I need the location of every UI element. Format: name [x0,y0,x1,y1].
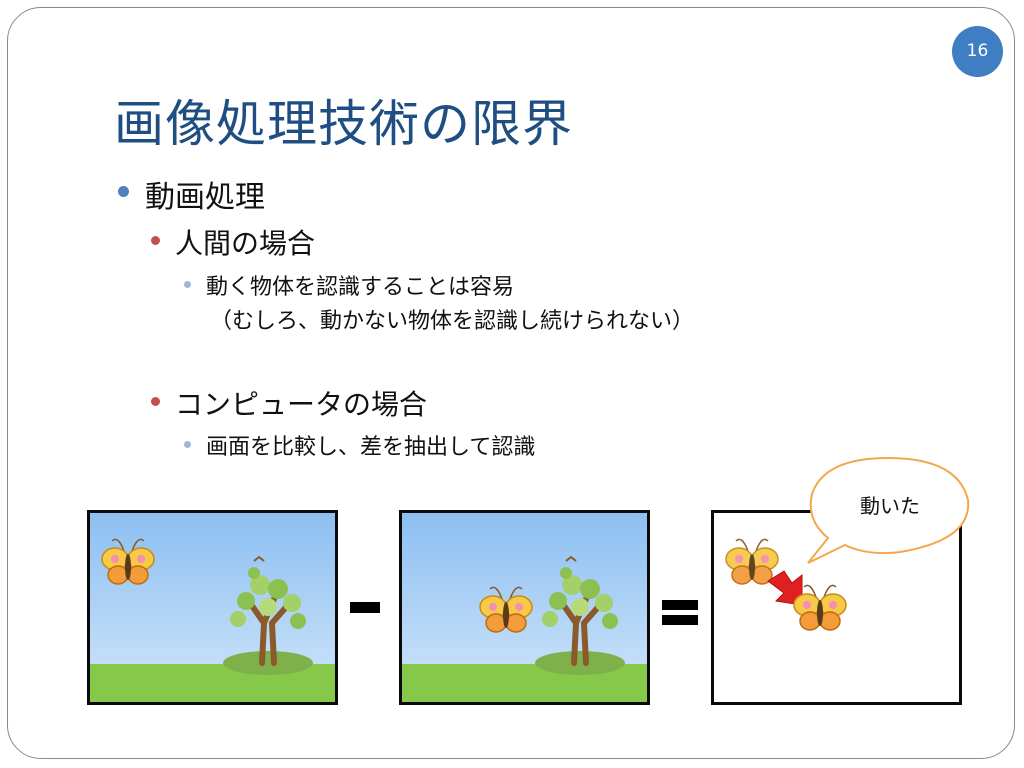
minus-sign [350,602,380,613]
butterfly-icon [725,538,779,585]
scene-1-art [101,538,313,675]
sky [90,513,335,665]
tree-icon [535,555,625,675]
bullet-video-processing: 動画処理 [145,180,265,215]
frame-difference [711,510,962,705]
frame-before [87,510,338,705]
bullet-dot-l2 [151,397,160,406]
sky [402,513,647,665]
equals-sign-top [662,600,698,610]
tree-icon [223,555,313,675]
bullet-human-detail-1: 動く物体を認識することは容易 [206,275,515,300]
equals-sign-bottom [662,615,698,625]
scene-2-art [479,555,625,675]
page-number-badge: 16 [952,26,1003,77]
arrow-icon [767,570,803,606]
callout-text: 動いた [860,494,920,518]
bullet-human-detail-2: （むしろ、動かない物体を認識し続けられない） [210,309,695,334]
frame-after [399,510,650,705]
bullet-dot-l2 [151,236,160,245]
bullet-dot-l3 [184,441,191,448]
bullet-dot-l3 [184,281,191,288]
bullet-computer-detail: 画面を比較し、差を抽出して認識 [206,435,536,460]
bullet-human-case: 人間の場合 [175,227,316,260]
butterfly-icon [793,584,847,631]
butterfly-icon [101,538,155,585]
scene-3-art [725,538,847,631]
bullet-dot-l1 [118,186,129,197]
bullet-computer-case: コンピュータの場合 [175,388,428,421]
butterfly-icon [479,586,533,633]
slide-title: 画像処理技術の限界 [114,95,573,153]
